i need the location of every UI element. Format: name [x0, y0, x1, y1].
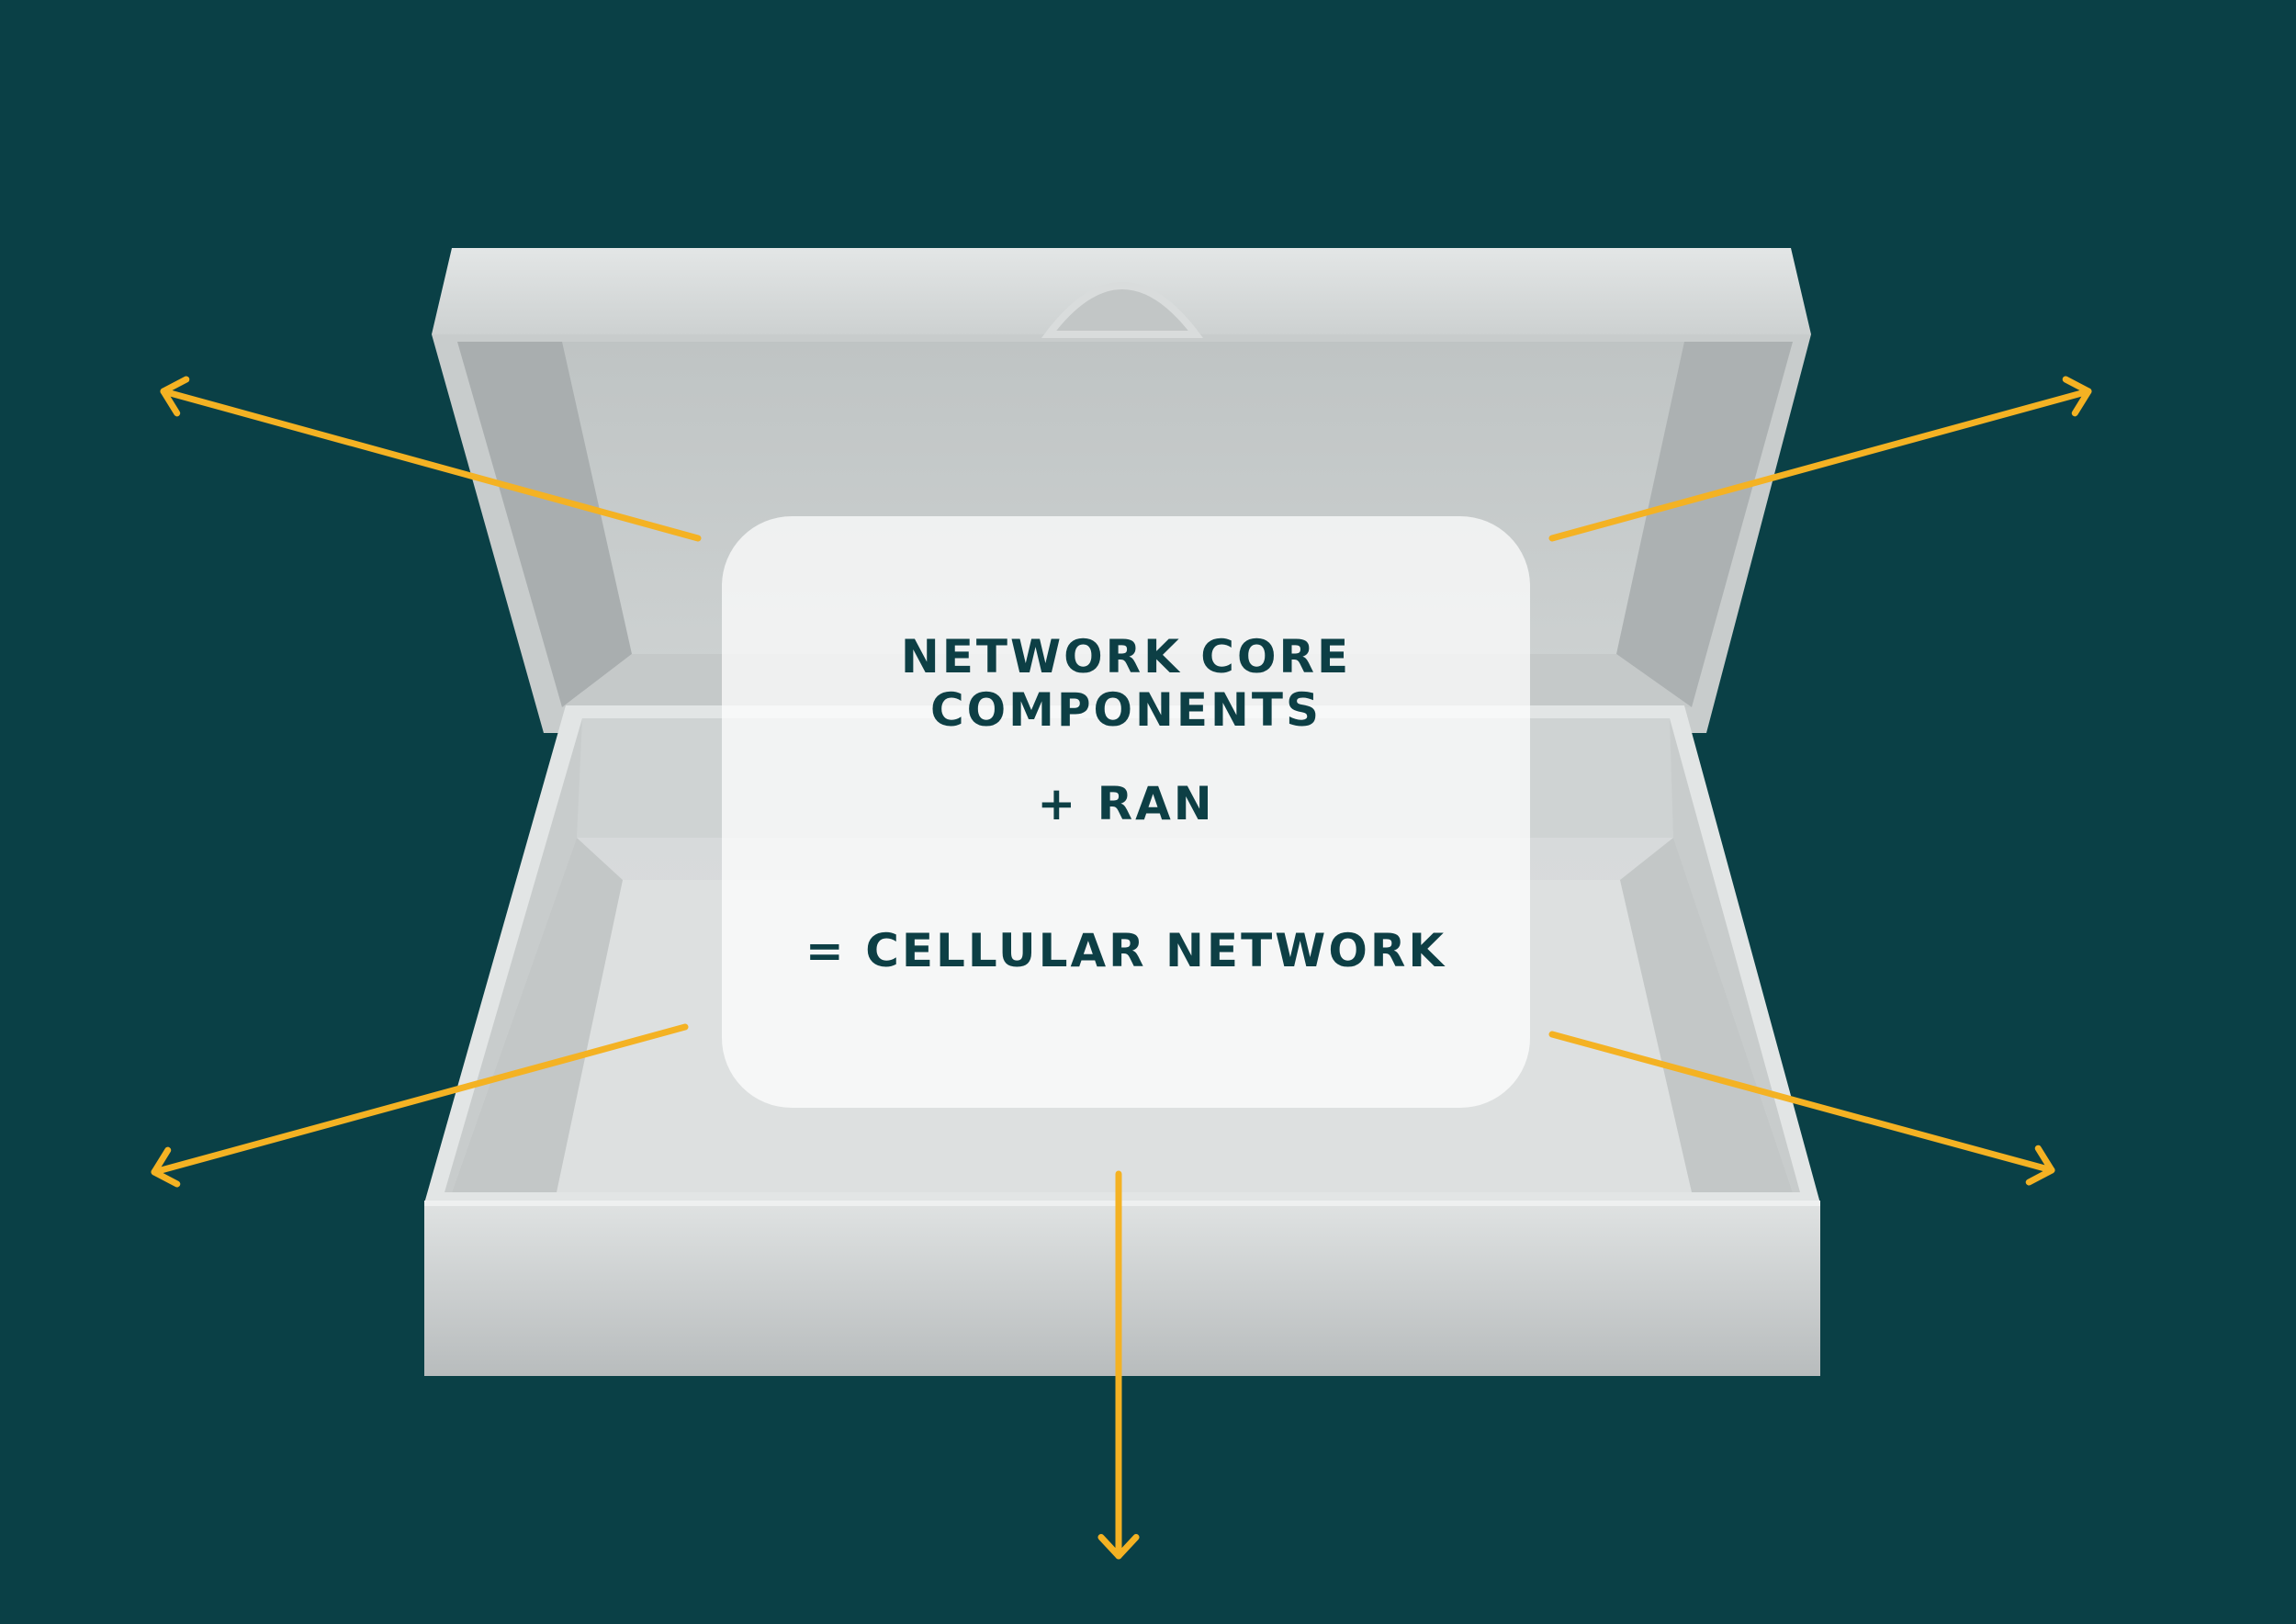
arrow-down-left [151, 1023, 689, 1188]
formula-line-1: NETWORK CORE COMPONENTS [900, 630, 1352, 737]
formula-line-3: = CELLULAR NETWORK [805, 924, 1447, 977]
arrow-up-right [1548, 376, 2092, 542]
formula-line-2: + RAN [1037, 777, 1215, 830]
arrow-down [1097, 1170, 1140, 1560]
arrow-down-right [1548, 1031, 2055, 1186]
arrows [151, 376, 2092, 1560]
formula-card: NETWORK CORE COMPONENTS + RAN = CELLULAR… [722, 516, 1530, 1108]
arrow-up-left [160, 376, 702, 542]
